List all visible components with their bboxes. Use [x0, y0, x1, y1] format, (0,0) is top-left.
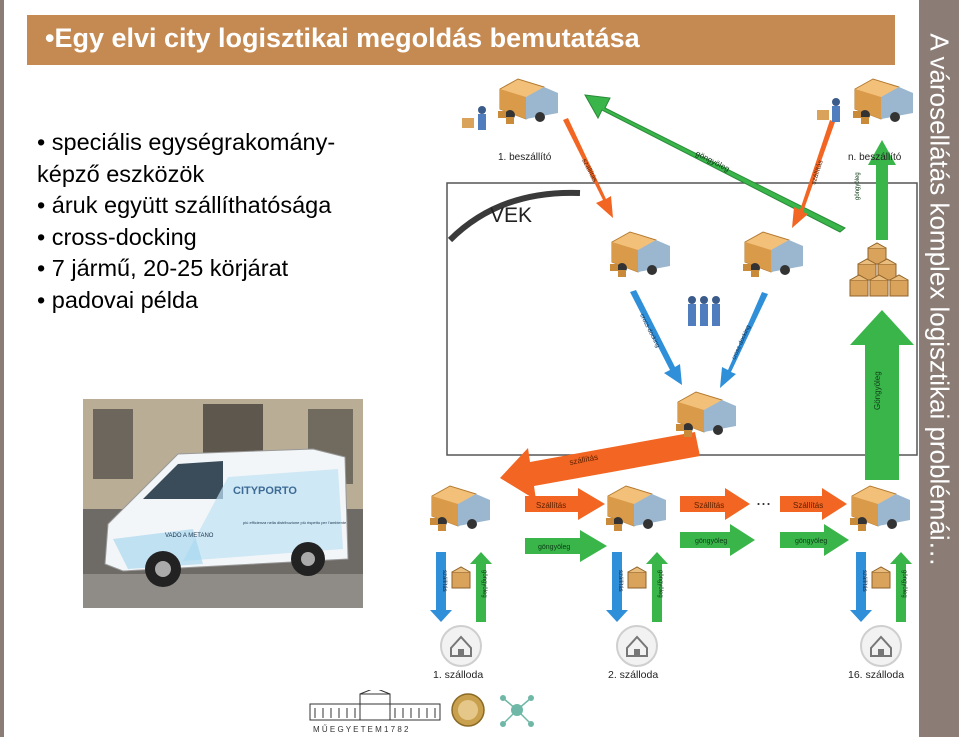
side-band: [919, 0, 959, 737]
route-truck-16-icon: [849, 485, 911, 532]
city-logistics-diagram: VEK göngyöleg szállítás szállítás göngyö…: [429, 78, 918, 681]
bullet-item: • cross-docking: [37, 223, 197, 250]
gongyoleg-hotel-label-1: göngyöleg: [481, 570, 487, 598]
route-ellipsis: ...: [756, 489, 771, 509]
szallitas-hotel-arrow-1: [430, 552, 452, 622]
szallitas-label-supplier-n: szállítás: [810, 159, 825, 186]
bullet-item: • padovai példa: [37, 286, 199, 313]
vek-truck-center-icon: [675, 391, 737, 438]
page-title: •Egy elvi city logisztikai megoldás bemu…: [45, 23, 640, 53]
hotel-2-box-icon: [627, 566, 647, 589]
szallitas-arrow-supplier-1: [563, 118, 613, 218]
szallitas-route-label-3: Szállítás: [793, 501, 823, 510]
hotel-1-box-icon: [451, 566, 471, 589]
gongyoleg-route-label-2: göngyöleg: [695, 538, 727, 545]
supplier-n-truck-icon: [852, 78, 914, 125]
box-stack-icon: [849, 242, 909, 297]
szallitas-route-arrow-3: [780, 488, 847, 520]
van-side-text: VADO A METANO: [165, 533, 214, 539]
hotel-16-house-icon: [860, 625, 902, 667]
szallitas-hotel-arrow-2: [606, 552, 628, 622]
van-photo: CITYPORTO VADO A METANO più efficienza n…: [83, 399, 363, 608]
gongyoleg-hotel-arrow-1: [470, 552, 492, 622]
gongyoleg-route-label-1: göngyöleg: [538, 544, 570, 551]
supplier-n-label: n. beszállító: [848, 152, 902, 163]
gongyoleg-hotel-label-2: göngyöleg: [657, 570, 663, 598]
supplier-1-label: 1. beszállító: [498, 152, 552, 163]
szallitas-big-arrow: [500, 432, 700, 500]
footer-logos: M Ű E G Y E T E M 1 7 8 2: [309, 690, 534, 734]
vek-truck-right-icon: [742, 231, 804, 278]
bullet-list: • speciális egységrakomány- képző eszköz…: [37, 127, 335, 316]
university-building-logo: [309, 690, 441, 721]
gongyoleg-label-supplier-n: göngyöleg: [855, 172, 861, 200]
szallitas-hotel-label-16: szállítás: [861, 570, 867, 592]
szallitas-hotel-label-1: szállítás: [441, 570, 447, 592]
supplier-n-worker-icon: [817, 98, 840, 122]
gongyoleg-hotel-arrow-16: [890, 552, 912, 622]
vek-swoosh: [447, 189, 581, 243]
van-slogan-text: più efficienza nella distribuzione più r…: [243, 520, 347, 525]
cross-docking-label-right: cross-docking: [731, 325, 752, 361]
szallitas-hotel-label-2: szállítás: [617, 570, 623, 592]
gongyoleg-route-arrow-1: [525, 530, 607, 562]
hotel-2-house-icon: [616, 625, 658, 667]
hotel-16-label: 16. szálloda: [848, 669, 904, 681]
cross-docking-arrow-left: [630, 290, 682, 385]
supplier-1-truck-icon: [497, 78, 559, 125]
van-logo-text: CITYPORTO: [233, 485, 297, 497]
title-bar: •Egy elvi city logisztikai megoldás bemu…: [27, 15, 895, 65]
gongyoleg-hotel-label-16: göngyöleg: [901, 570, 907, 598]
vek-truck-left-icon: [609, 231, 671, 278]
hotel-2-label: 2. szálloda: [608, 669, 658, 681]
gongyoleg-route-arrow-3: [780, 524, 849, 556]
route-truck-2-icon: [605, 485, 667, 532]
supplier-1-worker-icon: [462, 106, 486, 130]
bullet-item: • speciális egységrakomány-: [37, 129, 336, 155]
gongyoleg-big-arrow: [850, 310, 914, 480]
network-logo-icon: [500, 695, 534, 727]
bullet-item: képző eszközök: [37, 160, 205, 187]
gongyoleg-top-label: göngyöleg: [694, 149, 731, 174]
hotel-1-house-icon: [440, 625, 482, 667]
faculty-seal-icon: [451, 693, 485, 727]
gongyoleg-route-arrow-2: [680, 524, 755, 556]
route-truck-1-icon: [429, 485, 491, 532]
hotel-1-label: 1. szálloda: [433, 669, 483, 681]
left-edge-band: [0, 0, 4, 737]
cross-docking-arrow-right: [720, 292, 768, 388]
workers-icon: [688, 296, 720, 326]
szallitas-route-label-1: Szállítás: [536, 501, 566, 510]
vek-label: VEK: [490, 204, 532, 227]
szallitas-label-supplier-1: szállítás: [580, 158, 598, 184]
section-title-vertical: A városellátás komplex logisztikai probl…: [924, 33, 955, 567]
szallitas-route-arrow-1: [525, 488, 605, 520]
szallitas-hotel-arrow-16: [850, 552, 872, 622]
gongyoleg-big-label: Göngyöleg: [873, 371, 882, 410]
bullet-item: • áruk együtt szállíthatósága: [37, 192, 332, 218]
gongyoleg-hotel-arrow-2: [646, 552, 668, 622]
hotel-16-box-icon: [871, 566, 891, 589]
gongyoleg-arrow-supplier-n: [868, 140, 896, 240]
bullet-item: • 7 jármű, 20-25 körjárat: [37, 255, 289, 281]
gongyoleg-route-label-3: göngyöleg: [795, 538, 827, 545]
szallitas-arrow-supplier-n: [792, 120, 835, 228]
szallitas-route-label-2: Szállítás: [694, 501, 724, 510]
szallitas-route-arrow-2: [680, 488, 750, 520]
university-label: M Ű E G Y E T E M 1 7 8 2: [313, 725, 409, 734]
